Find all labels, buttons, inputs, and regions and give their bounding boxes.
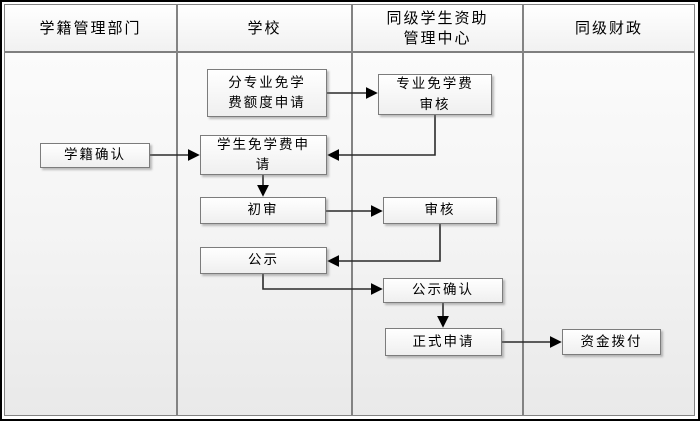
node-label: 公示 [248, 252, 279, 269]
lane-title: 学校 [247, 18, 282, 37]
node-fund-allocation: 资金拨付 [562, 329, 661, 355]
node-public-notice-confirm: 公示确认 [383, 278, 503, 303]
node-label: 正式申请 [412, 333, 475, 350]
node-public-notice: 公示 [200, 247, 327, 274]
lane-header-registry-dept: 学籍管理部门 [5, 5, 176, 53]
node-major-exemption-review: 专业免学费 审核 [378, 74, 492, 115]
lane-header-finance: 同级财政 [524, 5, 694, 53]
node-enrollment-confirm: 学籍确认 [40, 143, 150, 168]
node-label: 资金拨付 [580, 333, 643, 350]
node-label: 学籍确认 [64, 147, 126, 164]
node-preliminary-review: 初审 [200, 197, 326, 224]
lane-registry-dept: 学籍管理部门 [4, 4, 177, 416]
lane-title: 同级财政 [574, 18, 643, 37]
lane-title: 同级学生资助 管理中心 [386, 8, 489, 47]
lane-title: 学籍管理部门 [39, 18, 142, 37]
node-label: 初审 [247, 202, 279, 219]
node-formal-application: 正式申请 [385, 328, 502, 356]
node-label: 审核 [424, 202, 456, 219]
node-major-quota-application: 分专业免学 费额度申请 [207, 69, 327, 117]
lane-header-school: 学校 [178, 5, 351, 53]
node-review: 审核 [383, 197, 497, 224]
node-label: 专业免学费 审核 [396, 76, 474, 113]
node-label: 学生免学费申 请 [217, 136, 310, 173]
node-label: 公示确认 [412, 282, 474, 299]
node-student-exemption-application: 学生免学费申 请 [200, 135, 327, 175]
lane-header-student-aid-center: 同级学生资助 管理中心 [353, 5, 522, 53]
node-label: 分专业免学 费额度申请 [228, 74, 306, 111]
